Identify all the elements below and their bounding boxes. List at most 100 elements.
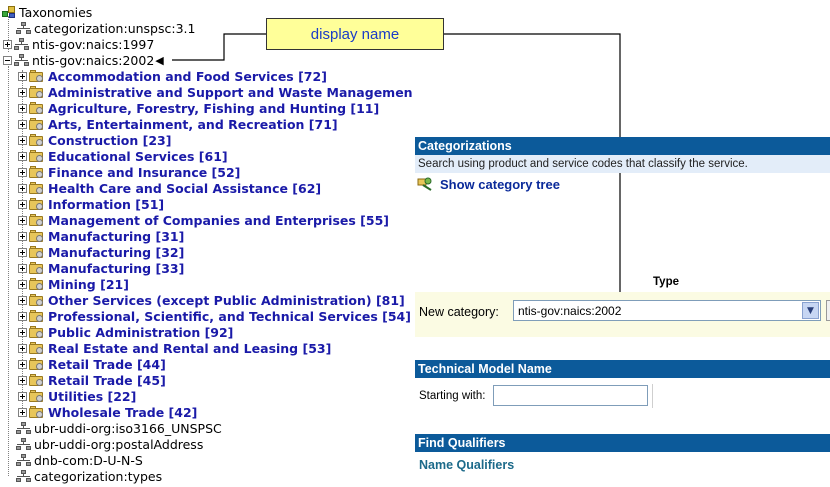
tree-guide-line bbox=[22, 70, 23, 412]
tree-category-item[interactable]: Mining [21] bbox=[18, 276, 129, 292]
category-label: Educational Services [61] bbox=[48, 148, 228, 164]
expand-icon[interactable] bbox=[18, 359, 27, 369]
tree-category-item[interactable]: Health Care and Social Assistance [62] bbox=[18, 180, 321, 196]
tree-guide-line bbox=[8, 16, 9, 52]
expand-icon[interactable] bbox=[18, 407, 27, 417]
network-icon bbox=[16, 453, 31, 467]
expand-icon[interactable] bbox=[18, 263, 27, 273]
expand-icon[interactable] bbox=[18, 151, 27, 161]
tree-category-item[interactable]: Arts, Entertainment, and Recreation [71] bbox=[18, 116, 338, 132]
expand-icon[interactable] bbox=[18, 231, 27, 241]
category-label: Retail Trade [44] bbox=[48, 356, 166, 372]
category-folder-icon bbox=[29, 133, 45, 147]
tree-guide-line bbox=[8, 66, 9, 476]
tree-category-item[interactable]: Retail Trade [44] bbox=[18, 356, 166, 372]
category-folder-icon bbox=[29, 149, 45, 163]
category-folder-icon bbox=[29, 69, 45, 83]
category-folder-icon bbox=[29, 197, 45, 211]
category-label: Management of Companies and Enterprises … bbox=[48, 212, 389, 228]
categorizations-title: Categorizations bbox=[418, 139, 512, 153]
expand-icon[interactable] bbox=[18, 183, 27, 193]
expand-icon[interactable] bbox=[18, 103, 27, 113]
tree-item-naics-1997[interactable]: ntis-gov:naics:1997 bbox=[3, 36, 154, 52]
tree-category-item[interactable]: Public Administration [92] bbox=[18, 324, 233, 340]
tree-item[interactable]: ubr-uddi-org:iso3166_UNSPSC bbox=[16, 420, 222, 436]
category-label: Health Care and Social Assistance [62] bbox=[48, 180, 322, 196]
tree-category-item[interactable]: Agriculture, Forestry, Fishing and Hunti… bbox=[18, 100, 379, 116]
tmodel-title: Technical Model Name bbox=[418, 362, 552, 376]
tree-category-item[interactable]: Management of Companies and Enterprises … bbox=[18, 212, 389, 228]
dropdown-arrow-icon[interactable]: ▼ bbox=[802, 302, 819, 319]
tree-category-item[interactable]: Manufacturing [33] bbox=[18, 260, 184, 276]
expand-icon[interactable] bbox=[3, 39, 12, 49]
category-folder-icon bbox=[29, 85, 45, 99]
tree-item[interactable]: categorization:types bbox=[16, 468, 162, 484]
tree-item-label: ubr-uddi-org:iso3166_UNSPSC bbox=[34, 420, 222, 436]
tree-item-label: ubr-uddi-org:postalAddress bbox=[34, 436, 204, 452]
category-folder-icon bbox=[29, 357, 45, 371]
categorizations-header: Categorizations bbox=[415, 137, 830, 155]
category-folder-icon bbox=[29, 389, 45, 403]
arrow-head-icon: ◀ bbox=[155, 53, 164, 67]
tree-category-item[interactable]: Educational Services [61] bbox=[18, 148, 228, 164]
category-folder-icon bbox=[29, 245, 45, 259]
tree-category-item[interactable]: Manufacturing [31] bbox=[18, 228, 184, 244]
divider bbox=[652, 384, 653, 408]
partial-button[interactable] bbox=[826, 300, 830, 321]
expand-icon[interactable] bbox=[18, 343, 27, 353]
category-folder-icon bbox=[29, 341, 45, 355]
expand-icon[interactable] bbox=[18, 295, 27, 305]
expand-icon[interactable] bbox=[18, 327, 27, 337]
name-qualifiers-link[interactable]: Name Qualifiers bbox=[419, 458, 515, 472]
tree-category-item[interactable]: Retail Trade [45] bbox=[18, 372, 166, 388]
category-label: Wholesale Trade [42] bbox=[48, 404, 198, 420]
category-label: Manufacturing [31] bbox=[48, 228, 185, 244]
expand-icon[interactable] bbox=[18, 215, 27, 225]
tree-root-label: Taxonomies bbox=[19, 4, 93, 20]
tree-item-label: dnb-com:D-U-N-S bbox=[34, 452, 143, 468]
show-category-tree-link[interactable]: Show category tree bbox=[440, 177, 560, 192]
tree-item-label: ntis-gov:naics:1997 bbox=[32, 36, 155, 52]
category-type-select[interactable]: ntis-gov:naics:2002 ▼ bbox=[513, 300, 821, 321]
tree-category-item[interactable]: Accommodation and Food Services [72] bbox=[18, 68, 327, 84]
category-folder-icon bbox=[29, 181, 45, 195]
expand-icon[interactable] bbox=[18, 167, 27, 177]
tree-item[interactable]: ubr-uddi-org:postalAddress bbox=[16, 436, 203, 452]
tree-root[interactable]: Taxonomies bbox=[2, 4, 92, 20]
expand-icon[interactable] bbox=[18, 119, 27, 129]
tree-item-naics-2002[interactable]: ntis-gov:naics:2002 ◀ bbox=[3, 52, 164, 68]
expand-icon[interactable] bbox=[18, 199, 27, 209]
category-label: Other Services (except Public Administra… bbox=[48, 292, 405, 308]
tree-category-item[interactable]: Professional, Scientific, and Technical … bbox=[18, 308, 411, 324]
tree-item-unspsc[interactable]: categorization:unspsc:3.1 bbox=[16, 20, 195, 36]
tmodel-header: Technical Model Name bbox=[415, 360, 830, 378]
category-folder-icon bbox=[29, 309, 45, 323]
tmodel-name-input[interactable] bbox=[493, 385, 648, 406]
tree-category-item[interactable]: Finance and Insurance [52] bbox=[18, 164, 240, 180]
expand-icon[interactable] bbox=[18, 279, 27, 289]
category-label: Accommodation and Food Services [72] bbox=[48, 68, 327, 84]
starting-with-label: Starting with: bbox=[419, 390, 486, 402]
expand-icon[interactable] bbox=[18, 247, 27, 257]
tree-category-item[interactable]: Information [51] bbox=[18, 196, 164, 212]
tree-item-label: ntis-gov:naics:2002 bbox=[32, 52, 155, 68]
tree-category-item[interactable]: Other Services (except Public Administra… bbox=[18, 292, 405, 308]
category-folder-icon bbox=[29, 261, 45, 275]
expand-icon[interactable] bbox=[18, 71, 27, 81]
collapse-icon[interactable] bbox=[3, 55, 12, 65]
tree-category-item[interactable]: Construction [23] bbox=[18, 132, 171, 148]
category-tree-icon[interactable] bbox=[417, 176, 433, 192]
tree-category-item[interactable]: Administrative and Support and Waste Man… bbox=[18, 84, 413, 100]
category-folder-icon bbox=[29, 117, 45, 131]
category-folder-icon bbox=[29, 373, 45, 387]
expand-icon[interactable] bbox=[18, 391, 27, 401]
tree-category-item[interactable]: Real Estate and Rental and Leasing [53] bbox=[18, 340, 331, 356]
tree-category-item[interactable]: Utilities [22] bbox=[18, 388, 136, 404]
expand-icon[interactable] bbox=[18, 87, 27, 97]
expand-icon[interactable] bbox=[18, 311, 27, 321]
expand-icon[interactable] bbox=[18, 375, 27, 385]
expand-icon[interactable] bbox=[18, 135, 27, 145]
tree-category-item[interactable]: Wholesale Trade [42] bbox=[18, 404, 197, 420]
tree-item[interactable]: dnb-com:D-U-N-S bbox=[16, 452, 143, 468]
tree-category-item[interactable]: Manufacturing [32] bbox=[18, 244, 184, 260]
